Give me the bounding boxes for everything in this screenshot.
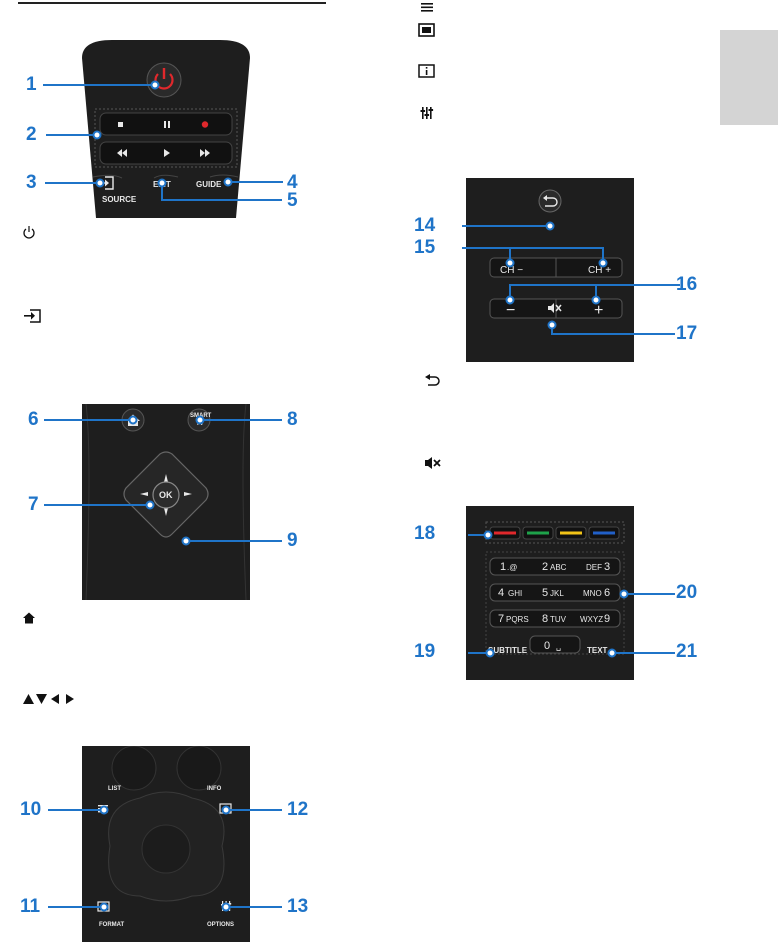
info-label: INFO <box>207 786 222 792</box>
source-label: SOURCE <box>102 195 137 204</box>
guide-label[interactable]: GUIDE <box>196 180 222 189</box>
subtitle-label[interactable]: SUBTITLE <box>488 646 528 655</box>
key-3[interactable]: 3 <box>604 561 610 573</box>
back-icon <box>424 374 442 393</box>
callout-8: 8 <box>287 409 298 430</box>
callout-11: 11 <box>20 896 41 917</box>
list-icon <box>420 0 434 18</box>
record-icon[interactable] <box>201 121 209 128</box>
key-6[interactable]: 6 <box>604 587 610 599</box>
color-keys-group <box>485 521 625 544</box>
text-label[interactable]: TEXT <box>587 646 608 655</box>
format-label: FORMAT <box>99 922 125 928</box>
callout-17: 17 <box>676 323 698 344</box>
remote-panel-navigation: SMART TV OK <box>82 404 250 600</box>
callout-4: 4 <box>287 172 298 193</box>
mute-icon <box>424 456 444 475</box>
key-0-space: ␣ <box>556 642 561 651</box>
callout-6: 6 <box>28 409 39 430</box>
key-4[interactable]: 4 <box>498 587 504 599</box>
key-1[interactable]: 1 <box>500 561 506 573</box>
callout-14: 14 <box>414 215 436 236</box>
key-8-letters: TUV <box>550 615 567 624</box>
callout-19: 19 <box>414 641 436 662</box>
back-button[interactable] <box>538 189 562 213</box>
key-9-letters: WXYZ <box>580 615 603 624</box>
key-2-letters: ABC <box>550 563 567 572</box>
key-7[interactable]: 7 <box>498 613 504 625</box>
yellow-key[interactable] <box>560 531 582 535</box>
up-arrow-icon[interactable] <box>164 474 168 482</box>
fast-forward-icon[interactable] <box>200 149 210 157</box>
mute-button[interactable] <box>548 303 562 313</box>
callout-9: 9 <box>287 530 298 551</box>
remote-panel-power: SOURCE EXIT GUIDE <box>82 40 250 218</box>
channel-up-label[interactable]: CH + <box>588 265 611 276</box>
panel5-leader-lines <box>468 530 675 658</box>
callout-13: 13 <box>287 896 309 917</box>
callout-1: 1 <box>26 74 37 95</box>
back-icon <box>545 197 558 207</box>
callout-18: 18 <box>414 523 436 544</box>
source-icon <box>22 308 44 329</box>
stop-icon[interactable] <box>118 122 123 127</box>
callout-7: 7 <box>28 494 39 515</box>
channel-down-label[interactable]: CH − <box>500 265 523 276</box>
panel4-leader-lines <box>462 221 680 335</box>
rewind-icon[interactable] <box>117 149 127 157</box>
volume-up-label[interactable]: + <box>594 302 603 319</box>
panel1-leader-lines <box>43 80 283 201</box>
panel2-leader-lines <box>44 415 282 546</box>
navigation-arrows-icon <box>22 692 80 711</box>
power-icon <box>22 225 36 244</box>
key-0[interactable]: 0 <box>544 640 550 652</box>
key-5-letters: JKL <box>550 589 564 598</box>
key-7-letters: PQRS <box>506 615 529 624</box>
key-8[interactable]: 8 <box>542 613 548 625</box>
key-2[interactable]: 2 <box>542 561 548 573</box>
callout-21: 21 <box>676 641 698 662</box>
key-9[interactable]: 9 <box>604 613 610 625</box>
format-icon <box>418 22 436 43</box>
play-icon[interactable] <box>164 149 170 157</box>
ok-button[interactable] <box>152 481 180 509</box>
right-arrow-icon[interactable] <box>184 492 192 496</box>
callout-16: 16 <box>676 274 698 295</box>
panel3-leader-lines <box>48 805 282 912</box>
down-arrow-icon[interactable] <box>164 508 168 516</box>
callout-15: 15 <box>414 237 436 258</box>
callout-20: 20 <box>676 582 698 603</box>
ok-label: OK <box>159 490 173 500</box>
top-rule <box>18 2 326 4</box>
blue-key[interactable] <box>593 531 615 535</box>
left-arrow-icon[interactable] <box>140 492 148 496</box>
callout-2: 2 <box>26 124 37 145</box>
callout-10: 10 <box>20 799 42 820</box>
options-label: OPTIONS <box>207 922 234 928</box>
info-icon <box>418 63 436 84</box>
key-5[interactable]: 5 <box>542 587 548 599</box>
options-icon <box>420 106 434 125</box>
remote-panel-options: LIST INFO FORMAT OPTIONS <box>82 746 250 942</box>
key-1-letters: .@ <box>507 563 517 572</box>
callout-12: 12 <box>287 799 309 820</box>
volume-down-label[interactable]: − <box>506 302 515 319</box>
numeric-keys-group <box>485 551 625 655</box>
key-3-letters: DEF <box>586 563 602 572</box>
callout-3: 3 <box>26 172 37 193</box>
pause-icon[interactable] <box>164 121 166 128</box>
callout-5: 5 <box>287 190 298 211</box>
power-icon <box>154 73 174 90</box>
remote-panel-volume: CH − CH + − + <box>466 178 634 362</box>
key-6-letters: MNO <box>583 589 602 598</box>
green-key[interactable] <box>527 531 549 535</box>
key-4-letters: GHI <box>508 589 522 598</box>
side-tab <box>720 30 778 125</box>
home-icon <box>22 611 36 630</box>
red-key[interactable] <box>494 531 516 535</box>
list-label: LIST <box>108 786 121 792</box>
